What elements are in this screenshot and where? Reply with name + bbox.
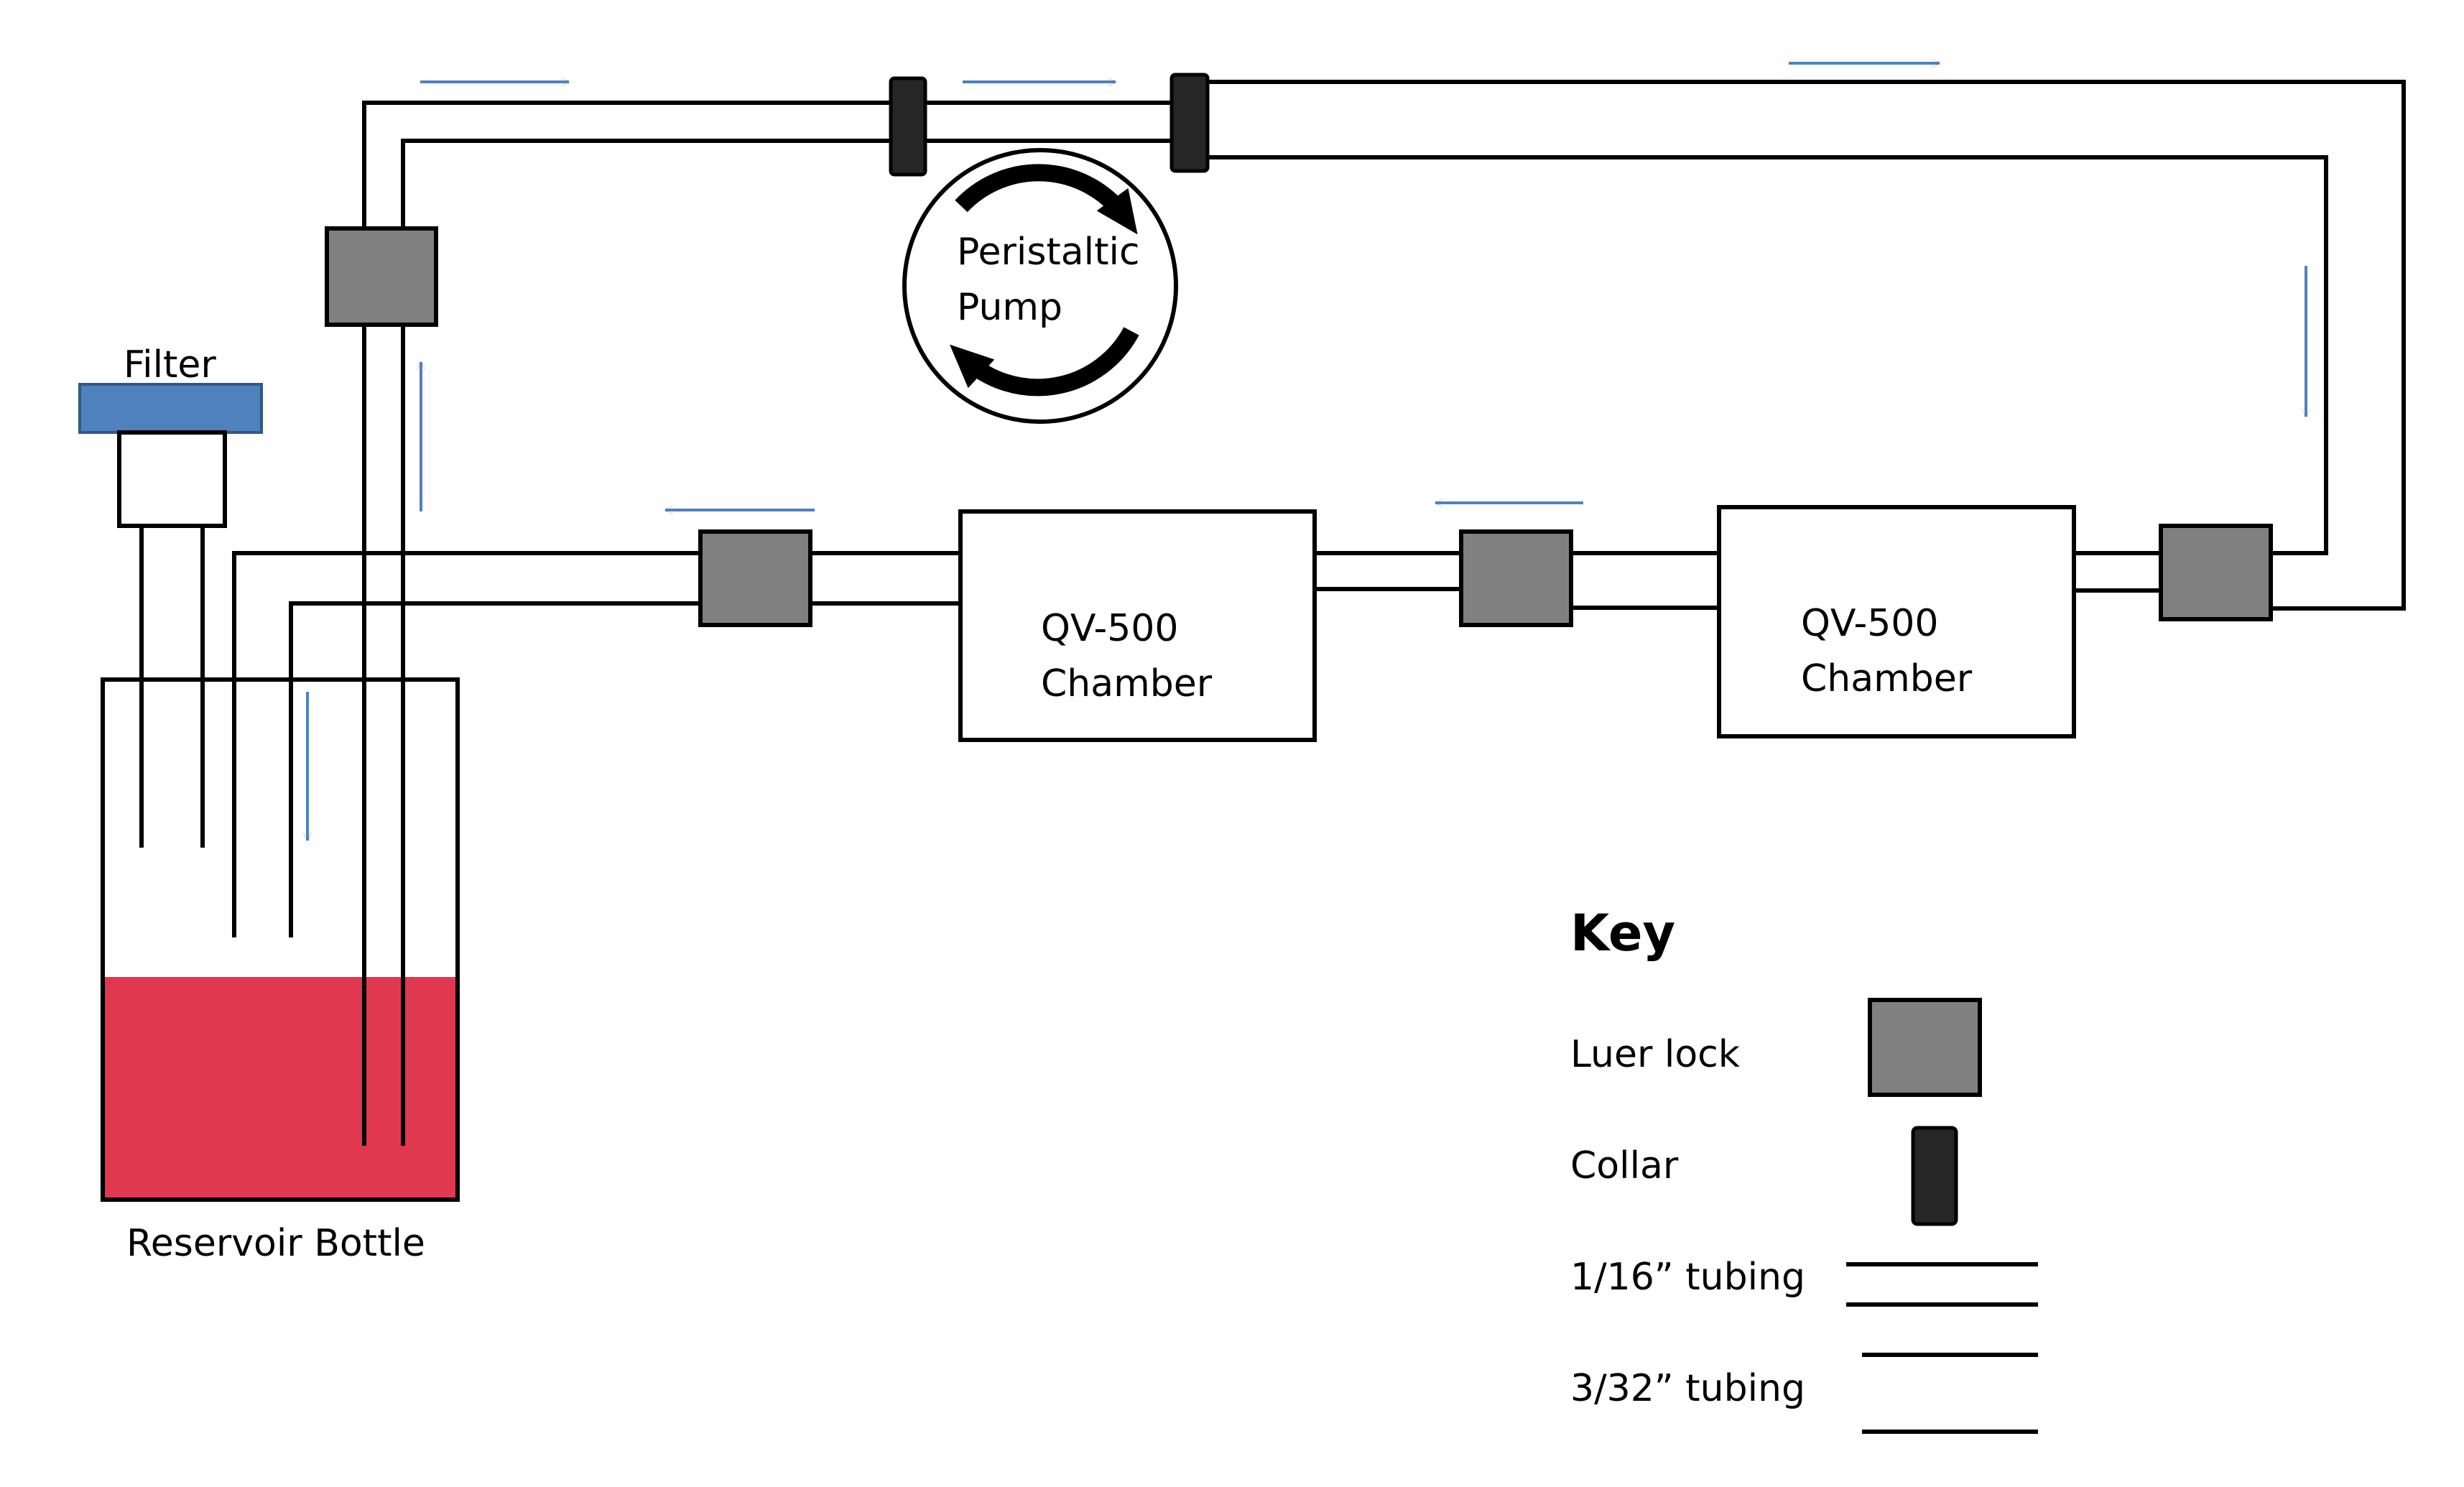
pump-label-line1: Peristaltic: [957, 231, 1140, 274]
luer-lock-supply: [325, 226, 438, 327]
pump-rotation-arrow-top-icon: [955, 164, 1138, 235]
luer-lock-left: [698, 529, 812, 627]
collar-pump-inlet: [889, 76, 927, 177]
chamber-right-body: [1717, 505, 2076, 738]
outflow-tube-inner: [1208, 155, 2328, 555]
filter-vent-tubing: [139, 526, 205, 848]
flow-arrows: [307, 63, 2306, 840]
reservoir-bottle: [101, 677, 460, 1202]
filter-cap: [78, 383, 263, 434]
tube-chamber-to-middle-luer-top: [1571, 507, 1721, 555]
qv500-chamber-left: QV-500 Chamber: [958, 509, 1317, 742]
pump-rotation-arrow-bottom-icon: [949, 327, 1139, 397]
key-tubing-1-16-swatch: [1846, 1262, 2038, 1307]
chamber-right-label-line1: QV-500: [1801, 602, 1938, 645]
chamber-left-body: [958, 509, 1317, 742]
key-tubing-3-32-swatch: [1862, 1353, 2038, 1434]
key-tubing-1-16-label: 1/16” tubing: [1570, 1256, 1805, 1299]
key-tubing-3-32-label: 3/32” tubing: [1570, 1367, 1805, 1410]
outflow-tube-outer: [1208, 80, 2406, 611]
supply-tube-outer: [362, 101, 891, 1146]
return-tube-outer: [232, 551, 700, 937]
key-luer-lock-swatch: [1868, 998, 1982, 1097]
key-collar-swatch: [1911, 1126, 1958, 1226]
bottle-outline: [101, 677, 460, 1202]
tube-right-luer-to-chamber-bottom: [2072, 588, 2161, 736]
chamber-left-label-line2: Chamber: [1041, 662, 1213, 705]
key-title: Key: [1570, 904, 1675, 963]
chamber-left-label-line1: QV-500: [1041, 607, 1178, 650]
filter-body: [117, 430, 227, 528]
luer-lock-right: [2159, 524, 2273, 621]
key-luer-lock-label: Luer lock: [1570, 1033, 1740, 1076]
filter: [78, 383, 263, 848]
key-legend: Key Luer lock Collar 1/16” tubing 3/32” …: [1570, 904, 2038, 1434]
peristaltic-pump: Peristaltic Pump: [902, 148, 1178, 424]
reservoir-label: Reservoir Bottle: [126, 1222, 425, 1265]
return-tube-inner: [289, 601, 700, 937]
pump-label-line2: Pump: [957, 286, 1062, 329]
tube-chamber-to-middle-luer-bottom: [1571, 606, 1721, 736]
collar-pump-outlet: [1170, 73, 1210, 173]
qv500-chamber-right: QV-500 Chamber: [1717, 505, 2076, 738]
key-collar-label: Collar: [1570, 1144, 1679, 1187]
tube-chamber-to-left-luer-bottom: [810, 601, 963, 740]
luer-lock-middle: [1459, 529, 1573, 627]
tube-chamber-to-left-luer-top: [810, 511, 963, 555]
culture-medium: [103, 977, 458, 1200]
chamber-right-label-line2: Chamber: [1801, 657, 1973, 700]
tube-right-luer-to-chamber-top: [2072, 507, 2161, 555]
collars: [889, 73, 1210, 177]
tube-middle-luer-to-chamber-top: [1312, 511, 1461, 555]
tube-middle-luer-to-chamber-bottom: [1312, 587, 1461, 740]
filter-label: Filter: [124, 343, 216, 386]
luer-locks: [325, 226, 2273, 627]
supply-tube-inner: [401, 139, 891, 1146]
tubing-network: [232, 80, 2406, 1146]
